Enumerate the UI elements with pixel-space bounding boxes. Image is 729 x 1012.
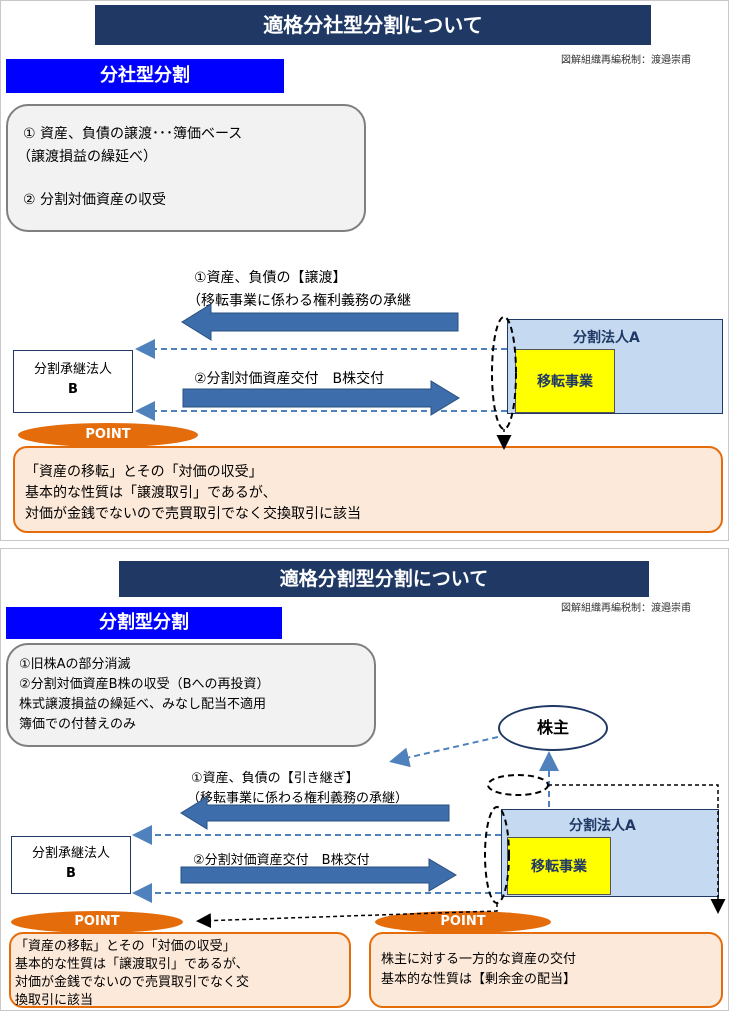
panel2-point-badge-right: POINT: [375, 911, 551, 933]
panel2-diagram-shapes: [132, 736, 726, 929]
panel1-successor-label: 分割承継法人: [33, 362, 112, 377]
panel2-successor-label: 分割承継法人: [31, 846, 110, 861]
panel2-point-left-text: POINT: [74, 914, 120, 929]
panel2-point-right-text: POINT: [440, 914, 486, 929]
panel1-arrow2-label: ②分割対価資産交付 B株交付: [194, 371, 385, 387]
panel1-corp-a-label: 分割法人A: [573, 330, 640, 346]
panel2-dashed-ellipse-top: [487, 774, 549, 796]
panel1-successor-letter: B: [68, 382, 78, 397]
panel2-credit: 図解組織再編税制：渡邉崇甫: [561, 603, 691, 614]
panel1-transfer-label: 移転事業: [537, 374, 593, 390]
panel2-transfer-business: 移転事業: [507, 837, 611, 895]
panel1-section-label: 分社型分割: [6, 59, 284, 93]
panel-split-off: 適格分割型分割について 図解組織再編税制：渡邉崇甫 分割型分割 ①旧株Aの部分消…: [0, 548, 729, 1011]
panel2-arrow2-label: ②分割対価資産交付 B株交付: [193, 853, 370, 868]
panel2-summary-line2: ②分割対価資産B株の収受（Bへの再投資）: [19, 677, 270, 692]
panel2-corp-a-label: 分割法人A: [569, 818, 636, 834]
panel2-section-label: 分割型分割: [6, 607, 282, 639]
panel1-summary-line2: （譲渡損益の繰延べ）: [17, 149, 157, 165]
panel1-point-line2: 基本的な性質は「譲渡取引」であるが、: [25, 485, 277, 501]
panel2-summary-line3: 株式譲渡損益の繰延べ、みなし配当不適用: [19, 697, 267, 712]
panel1-title: 適格分社型分割について: [95, 5, 651, 45]
panel1-diagram-shapes: [135, 303, 517, 450]
panel2-point-badge-left: POINT: [11, 911, 183, 933]
panel2-title: 適格分割型分割について: [119, 561, 649, 597]
panel1-transfer-business: 移転事業: [515, 349, 615, 413]
panel1-point-line1: 「資産の移転」とその「対価の収受」: [25, 464, 263, 480]
panel2-summary-line1: ①旧株Aの部分消滅: [19, 657, 131, 672]
panel1-point-box: [13, 446, 723, 533]
panel2-transfer-label: 移転事業: [531, 859, 587, 875]
panel1-point-line3: 対価が金銭でないので売買取引でなく交換取引に該当: [25, 506, 361, 522]
panel1-arrow1-label-line1: ①資産、負債の【譲渡】: [194, 270, 347, 286]
panel2-summary-line4: 簿価での付替えのみ: [19, 717, 137, 732]
panel2-left-line4: 換取引に該当: [15, 993, 94, 1008]
panel2-right-line2: 基本的な性質は【剰余金の配当】: [381, 972, 577, 987]
panel2-left-line1: 「資産の移転」とその「対価の収受」: [15, 939, 236, 954]
panel1-dashed-ellipse: [491, 316, 517, 430]
panel2-shareholder-label: 株主: [536, 718, 569, 737]
panel2-shareholder-node: 株主: [498, 705, 608, 751]
panel1-point-text: POINT: [85, 427, 131, 442]
panel2-successor-box: 分割承継法人 B: [11, 836, 131, 894]
panel1-summary-box: [6, 104, 366, 232]
panel2-arrow1-label-line1: ①資産、負債の【引き継ぎ】: [191, 771, 359, 786]
panel2-point-box-left: [9, 932, 351, 1008]
panel-spin-off: 適格分社型分割について 図解組織再編税制：渡邉崇甫 分社型分割 ① 資産、負債の…: [0, 0, 729, 541]
panel2-summary-box: [6, 643, 376, 747]
panel2-left-line2: 基本的な性質は「譲渡取引」であるが、: [15, 957, 249, 972]
panel1-credit: 図解組織再編税制：渡邉崇甫: [561, 55, 691, 66]
panel2-arrow1-label-line2: （移転事業に係わる権利義務の承継）: [187, 791, 409, 806]
panel2-dashed-ellipse-vertical: [484, 806, 510, 904]
panel2-shareholder-left-arrow: [389, 736, 499, 768]
panel1-summary-line3: ② 分割対価資産の収受: [23, 192, 167, 208]
panel2-ellipse-to-left-point: [196, 903, 498, 929]
panel1-transfer-arrow: [181, 303, 459, 341]
panel2-ellipse-to-right-point: [548, 784, 726, 914]
panel2-successor-letter: B: [66, 866, 76, 881]
panel1-arrow1-label-line2: （移転事業に係わる権利義務の承継: [187, 293, 411, 309]
panel1-point-badge: POINT: [18, 423, 198, 447]
panel2-share-arrow: [180, 858, 457, 892]
panel2-transfer-arrow: [180, 796, 450, 830]
panel2-point-box-right: [369, 932, 723, 1008]
panel2-right-line1: 株主に対する一方的な資産の交付: [381, 952, 577, 967]
panel2-left-line3: 対価が金銭でないので売買取引でなく交: [15, 975, 250, 990]
panel1-share-arrow: [182, 380, 460, 416]
panel1-summary-line1: ① 資産、負債の譲渡･･･簿価ベース: [23, 126, 243, 142]
panel1-successor-box: 分割承継法人 B: [13, 350, 133, 413]
